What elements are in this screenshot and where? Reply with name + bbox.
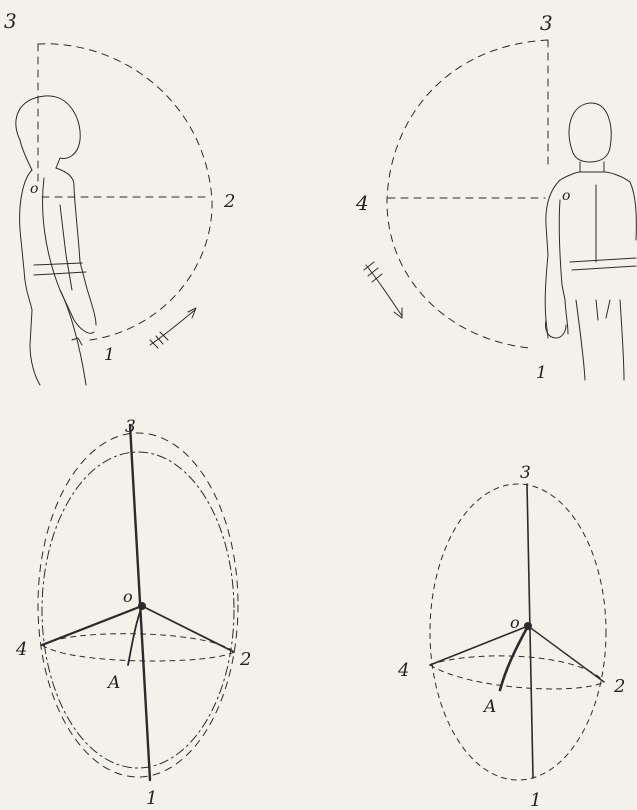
outer-ellipse-left: [38, 433, 238, 777]
label-side-1: 1: [104, 345, 115, 365]
label-ell-right-o: o: [510, 613, 520, 632]
label-ell-left-a: A: [106, 673, 120, 693]
arm-to-2-left: [142, 606, 234, 652]
arm-to-2-right: [528, 626, 604, 682]
inner-ellipse-left: [42, 452, 234, 768]
motion-arrow-side: [150, 308, 196, 348]
label-ell-right-2: 2: [613, 676, 625, 697]
center-point-left: [138, 602, 146, 610]
axis-3-1-left: [130, 425, 150, 780]
label-back-1: 1: [536, 363, 547, 383]
label-ell-right-3: 3: [520, 463, 531, 483]
label-ell-right-1: 1: [530, 790, 541, 810]
equator-front-right: [430, 665, 604, 689]
label-ell-left-o: o: [123, 587, 133, 606]
label-side-3: 3: [4, 9, 17, 33]
label-ell-left-2: 2: [239, 649, 251, 670]
label-ell-left-1: 1: [146, 788, 157, 809]
label-side-o: o: [30, 181, 38, 197]
figure-ellipsoid-left: 3 o 4 2 A 1: [15, 417, 251, 809]
arm-arc-back: [387, 40, 548, 348]
label-ell-right-4: 4: [397, 660, 409, 681]
axis-3-1-right: [527, 484, 533, 778]
label-back-4: 4: [355, 191, 369, 215]
arm-arc-side: [38, 44, 212, 340]
arm-to-4-left: [42, 606, 142, 645]
person-back-silhouette: [545, 103, 636, 380]
center-point-right: [524, 622, 532, 630]
figure-side-view: 3 o 2 1: [4, 9, 235, 385]
label-back-3: 3: [540, 11, 553, 35]
motion-arrow-back: [364, 262, 402, 318]
person-side-silhouette: [16, 96, 96, 385]
label-back-o: o: [562, 188, 570, 204]
equator-back-left: [42, 634, 234, 652]
figure-ellipsoid-right: 3 o 4 2 A 1: [397, 463, 625, 810]
equator-front-left: [42, 645, 234, 661]
equator-back-right: [430, 656, 604, 682]
label-ell-left-3: 3: [125, 417, 136, 437]
label-ell-right-a: A: [482, 697, 496, 717]
arm-to-a-left: [128, 606, 142, 665]
label-side-2: 2: [223, 191, 235, 212]
figure-back-view: 3 4 o 1: [355, 11, 636, 383]
label-ell-left-4: 4: [15, 639, 27, 660]
outer-ellipse-right: [430, 484, 606, 780]
